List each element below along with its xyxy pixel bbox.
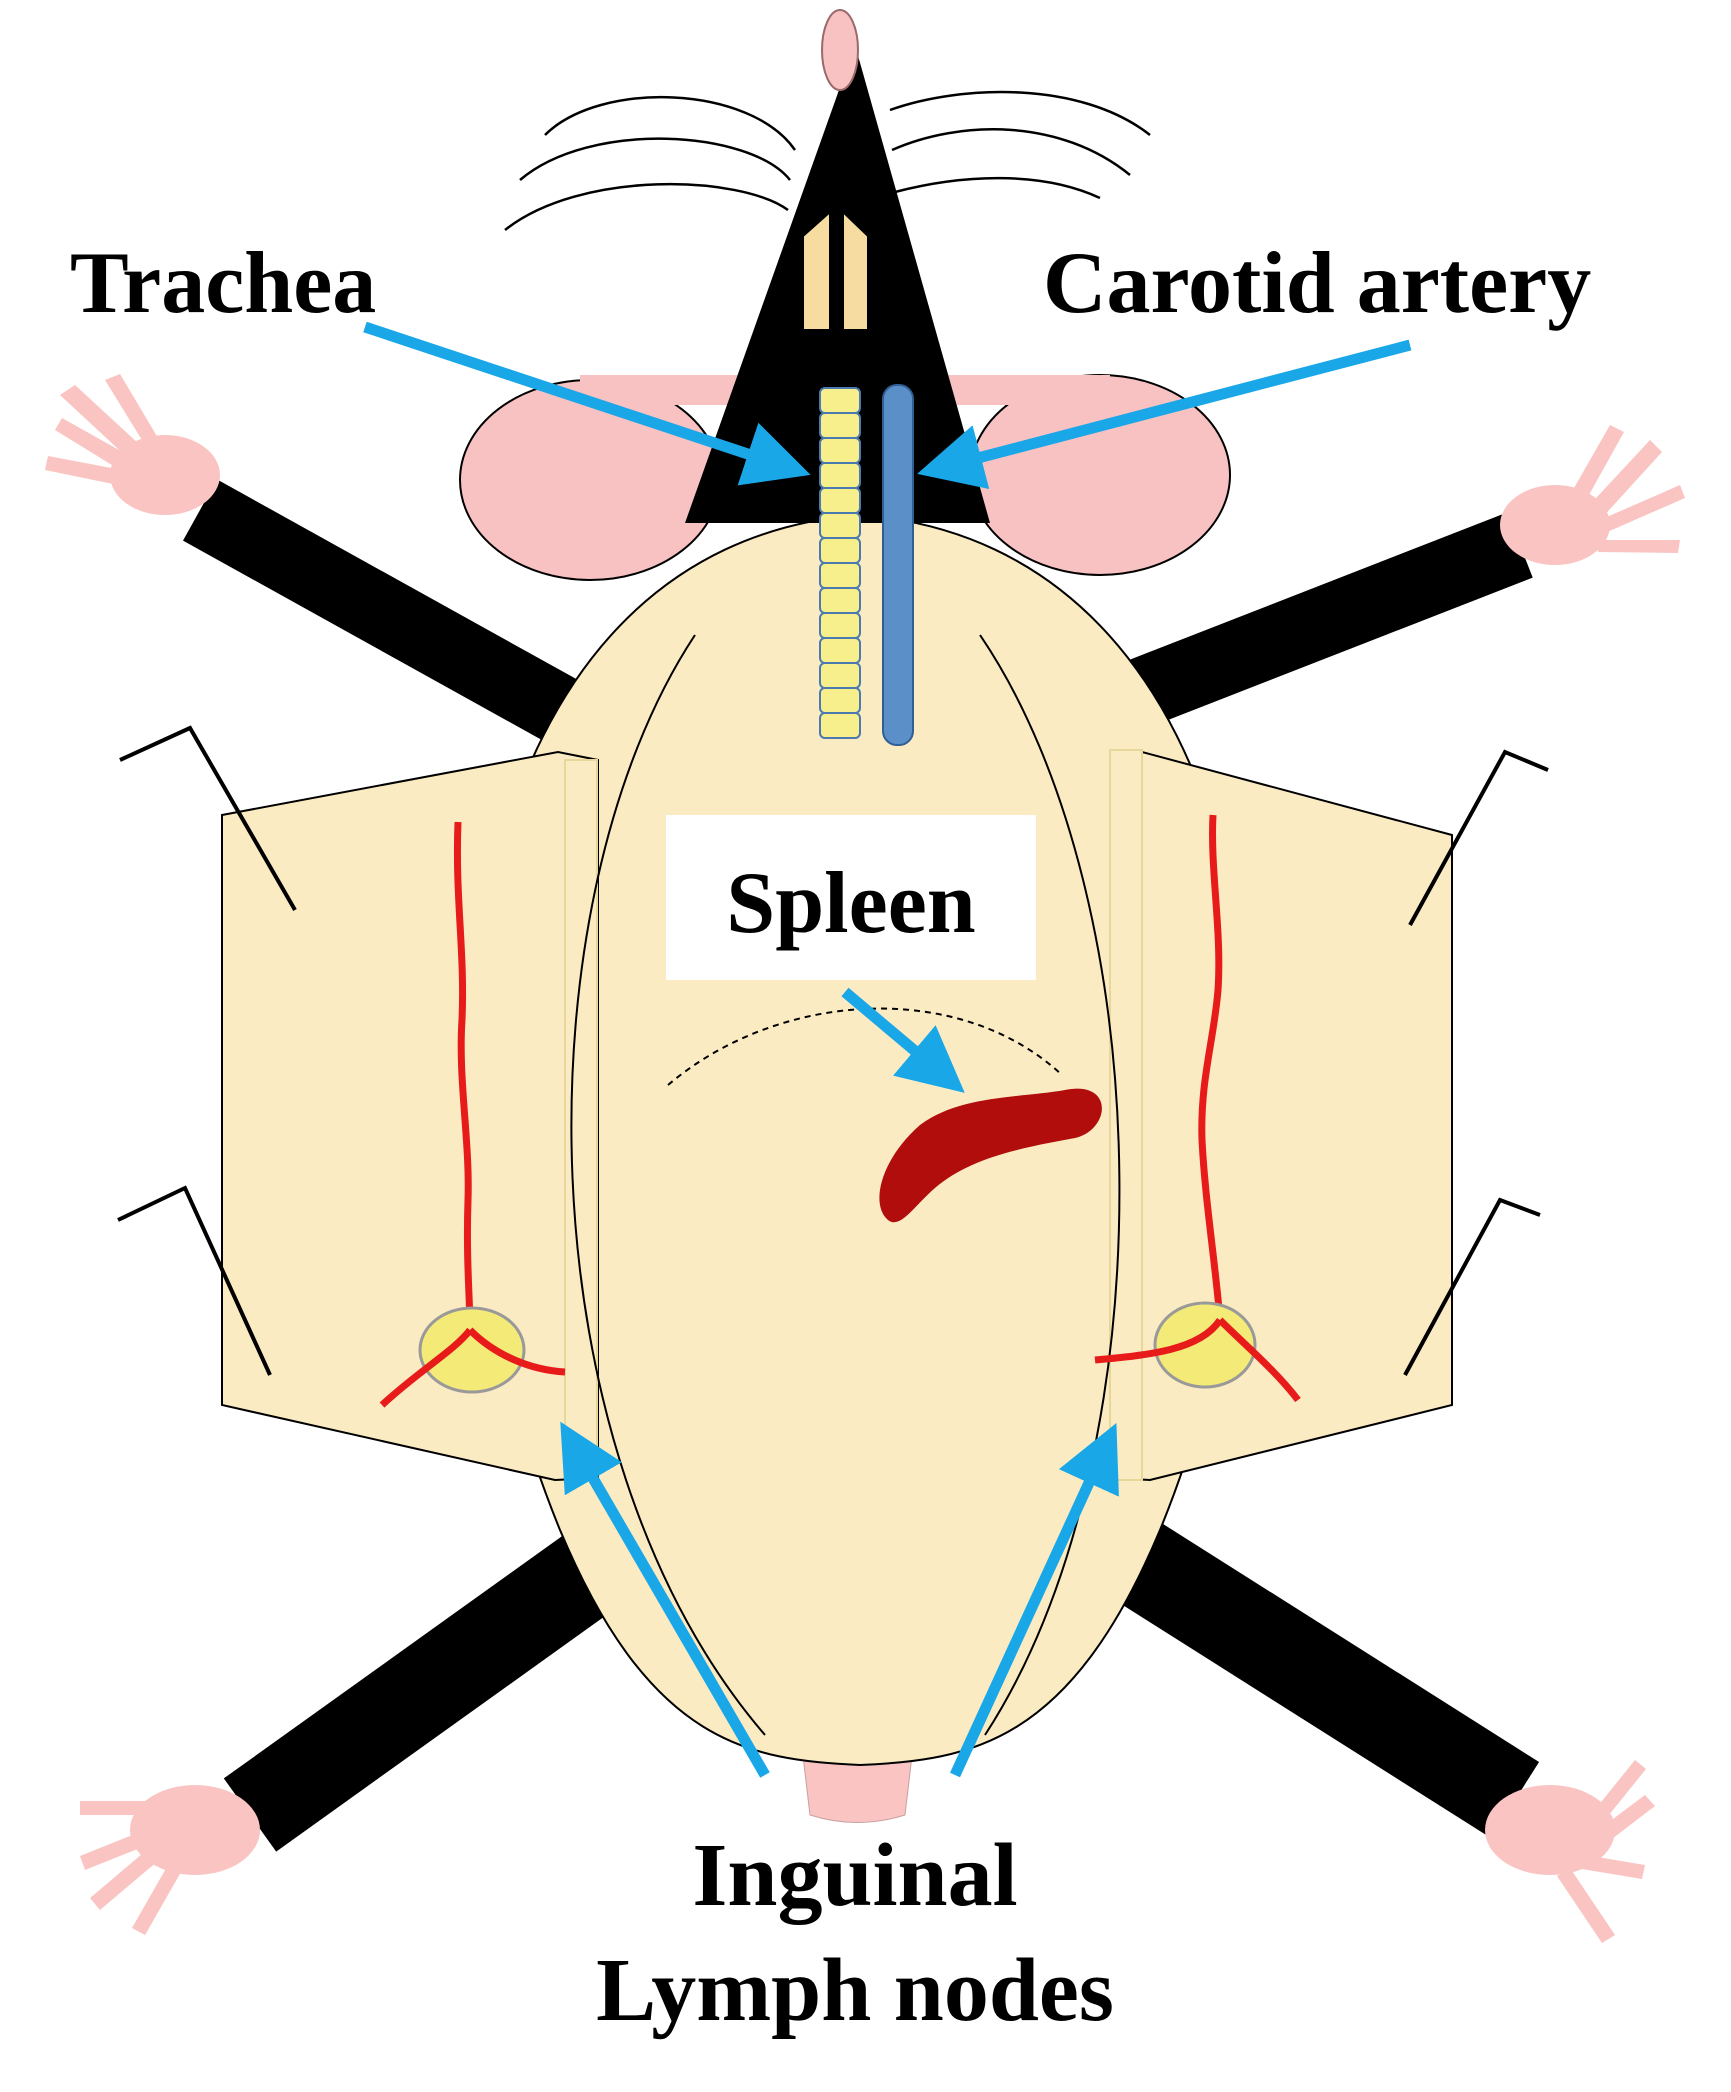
incision-line-left xyxy=(570,634,766,1736)
incision-line-right xyxy=(979,634,1121,1736)
pin-top-right xyxy=(1408,749,1549,926)
skin-flap-right xyxy=(1109,749,1453,1482)
limbs xyxy=(183,479,1540,1852)
pin-bottom-left xyxy=(117,1185,272,1376)
front-right-limb xyxy=(1097,512,1533,738)
organ-outline-dashed xyxy=(667,1007,1063,1086)
front-left-limb xyxy=(183,479,577,741)
paw-front-left xyxy=(45,374,220,515)
paw-hind-left xyxy=(80,1785,260,1935)
arrow-trachea xyxy=(363,321,811,486)
lymph-node-right xyxy=(1153,1301,1257,1389)
incisors xyxy=(802,209,869,331)
arrow-spleen xyxy=(841,987,965,1093)
lymph-node-left xyxy=(418,1306,526,1394)
carotid-artery xyxy=(882,384,914,746)
label-spleen: Spleen xyxy=(726,855,975,952)
paw-front-right xyxy=(1500,425,1685,565)
hind-left-limb xyxy=(223,1513,647,1852)
pins xyxy=(117,725,1549,1376)
whiskers xyxy=(504,90,1151,231)
label-lymph-nodes: Lymph nodes xyxy=(596,1941,1114,2040)
label-trachea: Trachea xyxy=(70,235,376,332)
trachea xyxy=(819,387,861,739)
spleen xyxy=(879,1088,1102,1223)
hind-right-limb xyxy=(1095,1511,1540,1839)
pin-top-left xyxy=(119,725,297,911)
paws xyxy=(45,374,1685,1943)
ear-left xyxy=(459,379,721,581)
vessel-right xyxy=(1198,814,1224,1321)
nose xyxy=(821,9,859,91)
arrow-carotid-artery xyxy=(917,339,1412,490)
arrows xyxy=(363,321,1412,1778)
arrow-lymph-node-right xyxy=(950,1423,1119,1778)
vessel-branches xyxy=(379,1317,1301,1408)
vessel-left xyxy=(453,821,474,1331)
skin-flap-left xyxy=(221,750,599,1482)
arrow-lymph-node-left xyxy=(560,1421,770,1778)
paw-hind-right xyxy=(1485,1760,1655,1943)
label-inguinal: Inguinal xyxy=(692,1826,1017,1925)
label-carotid-artery: Carotid artery xyxy=(1043,235,1591,332)
spleen-label-box xyxy=(666,815,1036,980)
pin-bottom-right xyxy=(1403,1197,1541,1376)
